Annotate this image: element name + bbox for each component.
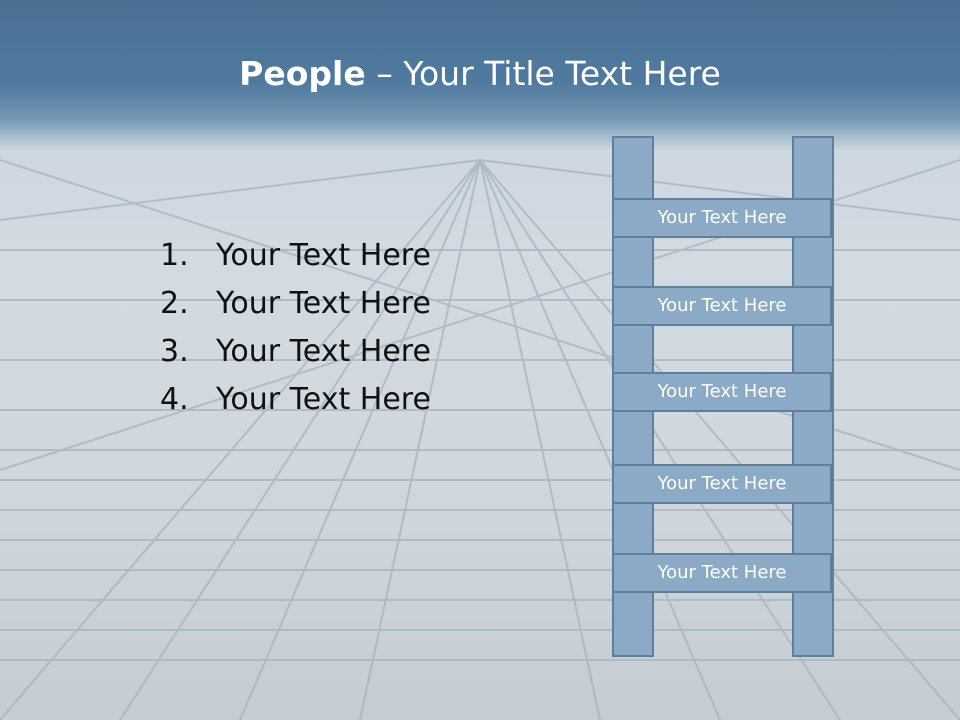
- list-item: 4. Your Text Here: [160, 376, 431, 424]
- list-item: 2. Your Text Here: [160, 280, 431, 328]
- ladder-rung: Your Text Here: [612, 286, 832, 326]
- title-bold: People: [239, 54, 366, 93]
- ladder-rung: Your Text Here: [612, 464, 832, 504]
- list-text: Your Text Here: [216, 238, 431, 273]
- list-number: 4.: [160, 382, 189, 417]
- list-number: 1.: [160, 238, 189, 273]
- list-item: 3. Your Text Here: [160, 328, 431, 376]
- ladder-rung: Your Text Here: [612, 553, 832, 593]
- numbered-list: 1. Your Text Here 2. Your Text Here 3. Your…: [160, 232, 431, 424]
- ladder-rung: Your Text Here: [612, 198, 832, 238]
- ladder-rung: Your Text Here: [612, 372, 832, 412]
- list-text: Your Text Here: [216, 382, 431, 417]
- slide-title: People – Your Title Text Here: [0, 52, 960, 96]
- title-rest: – Your Title Text Here: [365, 54, 721, 93]
- list-text: Your Text Here: [216, 334, 431, 369]
- list-number: 2.: [160, 286, 189, 321]
- title-band: [0, 0, 960, 150]
- list-number: 3.: [160, 334, 189, 369]
- list-text: Your Text Here: [216, 286, 431, 321]
- list-item: 1. Your Text Here: [160, 232, 431, 280]
